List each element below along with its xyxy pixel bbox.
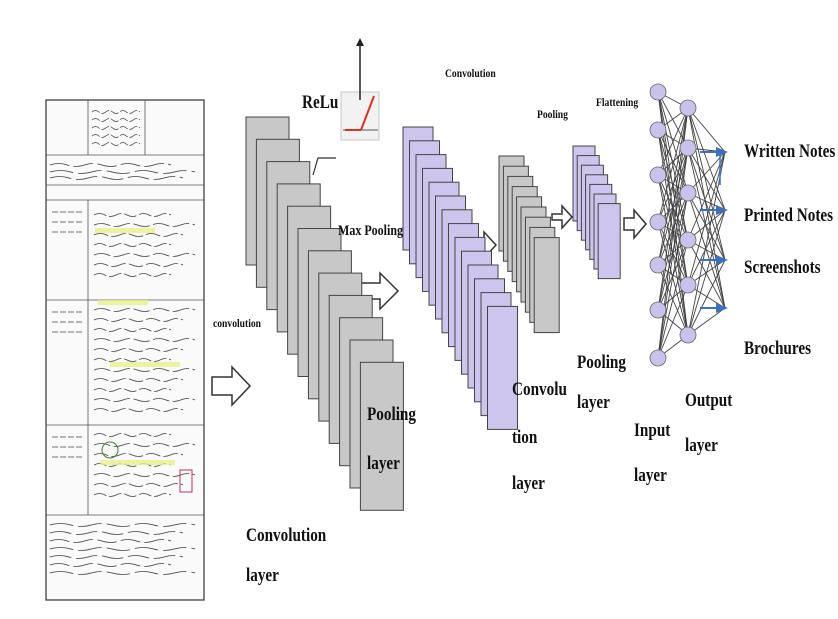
max-pooling-label: Max Pooling bbox=[338, 223, 403, 239]
flattening-label: Flattening bbox=[596, 95, 639, 109]
output-arrowhead bbox=[716, 303, 728, 313]
output-arrows bbox=[700, 147, 728, 313]
relu-label: ReLu bbox=[302, 92, 339, 113]
convolution-layer-2-label-line3: layer bbox=[512, 473, 545, 494]
pooling-layer-1-label-line2: layer bbox=[367, 453, 400, 474]
pooling-layer-2-label-line2: layer bbox=[577, 392, 610, 413]
convolution-top-label: Convolution bbox=[445, 66, 496, 80]
convolution-layer-1-maps bbox=[245, 116, 404, 511]
neuron-node bbox=[679, 231, 697, 249]
neuron-node bbox=[679, 139, 697, 157]
neuron-node bbox=[649, 301, 667, 319]
input-layer-label-line2: layer bbox=[634, 465, 667, 486]
convolution-layer-1-label-line1: Convolution bbox=[246, 525, 327, 546]
output-class-screenshots: Screenshots bbox=[744, 257, 821, 278]
pooling-layer-1-label-line1: Pooling bbox=[367, 404, 416, 425]
pooling-layer-2-label-line1: Pooling bbox=[577, 352, 626, 373]
output-arrowhead bbox=[716, 147, 728, 157]
input-layer-label-line1: Input bbox=[634, 420, 671, 441]
neuron-node bbox=[679, 276, 697, 294]
neuron-node bbox=[649, 166, 667, 184]
network-nodes bbox=[649, 83, 697, 367]
flattening-arrow bbox=[623, 207, 647, 241]
pooled-map bbox=[487, 305, 518, 430]
pooling-layer-2-maps bbox=[572, 145, 621, 280]
convolution-arrow-label: convolution bbox=[213, 316, 262, 330]
pooled-map bbox=[597, 203, 621, 280]
neuron-node bbox=[649, 213, 667, 231]
output-arrowhead bbox=[716, 255, 728, 265]
neuron-node bbox=[649, 256, 667, 274]
input-document-image bbox=[45, 99, 205, 601]
convolution-arrow bbox=[211, 365, 252, 407]
output-arrowhead bbox=[716, 205, 728, 215]
convolution-layer-2-maps bbox=[498, 155, 560, 334]
pooling-arrow bbox=[551, 204, 574, 230]
neuron-node bbox=[649, 349, 667, 367]
output-class-brochures: Brochures bbox=[744, 338, 811, 359]
neuron-node bbox=[679, 184, 697, 202]
convolution-layer-1-label-line2: layer bbox=[246, 565, 279, 586]
neuron-node bbox=[649, 83, 667, 101]
feature-map bbox=[533, 237, 560, 334]
relu-graph bbox=[312, 38, 380, 176]
pooling-layer-1-maps bbox=[402, 126, 518, 430]
neuron-node bbox=[649, 121, 667, 139]
output-class-printed-notes: Printed Notes bbox=[744, 205, 834, 226]
neuron-node bbox=[679, 326, 697, 344]
pooling-top-label: Pooling bbox=[537, 107, 568, 121]
convolution-layer-2-label-line2: tion bbox=[512, 427, 538, 448]
output-class-written-notes: Written Notes bbox=[744, 141, 836, 162]
feature-map bbox=[359, 361, 404, 511]
network-connections bbox=[657, 91, 726, 359]
output-layer-label-line2: layer bbox=[685, 435, 718, 456]
neuron-node bbox=[679, 99, 697, 117]
output-layer-label-line1: Output bbox=[685, 390, 733, 411]
convolution-layer-2-label-line1: Convolu bbox=[512, 379, 567, 400]
